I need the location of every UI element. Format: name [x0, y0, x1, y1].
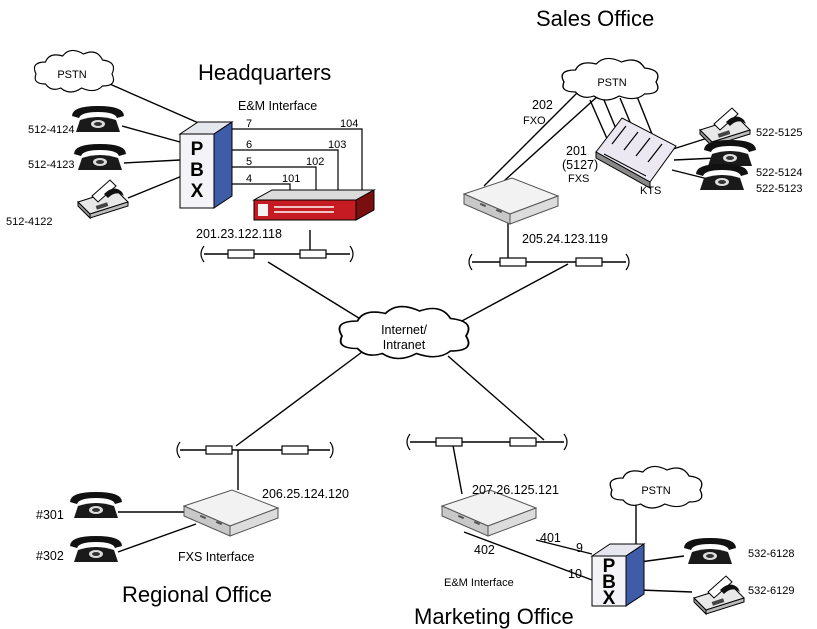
ip-hq: 201.23.122.118 — [196, 227, 282, 241]
pbx-letter-b: B — [602, 572, 616, 593]
backbone-sales — [468, 253, 630, 271]
sales-phone-1: 522-5125 — [756, 127, 803, 139]
pbx-letter-x: X — [191, 181, 204, 202]
hq-gw-port-102: 102 — [306, 156, 324, 168]
fax-icon — [693, 575, 745, 615]
gateway-sales — [463, 177, 559, 225]
fax-icon — [77, 179, 129, 219]
marketing-phone-2: 532-6129 — [748, 585, 795, 597]
gateway-hq — [252, 189, 376, 221]
pstn-label-hq: PSTN — [57, 69, 86, 81]
phone-icon — [70, 492, 122, 518]
marketing-phone-1: 532-6128 — [748, 548, 795, 560]
ip-sales: 205.24.123.119 — [522, 232, 608, 246]
marketing-gw-port-402: 402 — [474, 543, 495, 557]
backbone-marketing — [406, 433, 568, 451]
regional-fxs-interface-label: FXS Interface — [178, 550, 254, 564]
sales-port-202: 202 — [532, 98, 553, 112]
pbx-letter-x: X — [603, 588, 616, 609]
phone-icon — [70, 536, 122, 562]
marketing-em-interface-label: E&M Interface — [444, 577, 514, 589]
title-headquarters: Headquarters — [198, 60, 331, 85]
kts-label: KTS — [640, 185, 661, 197]
sales-fxs-label: FXS — [568, 173, 589, 185]
phone-icon — [684, 538, 736, 564]
ip-regional: 206.25.124.120 — [262, 487, 349, 501]
hq-phone-1: 512-4124 — [28, 124, 75, 136]
sales-fxo-label: FXO — [523, 115, 546, 127]
kts-unit — [595, 117, 677, 189]
pbx-letter-p: P — [603, 556, 616, 577]
pbx-letter-b: B — [190, 160, 204, 181]
internet-label-line2: Intranet — [383, 338, 426, 352]
pstn-label-marketing: PSTN — [641, 485, 670, 497]
hq-gw-port-104: 104 — [340, 118, 358, 130]
hq-phone-3: 512-4122 — [6, 216, 53, 228]
hq-pbx-port-4: 4 — [246, 173, 252, 185]
sales-phone-2: 522-5124 — [756, 167, 803, 179]
sales-port-201: 201 — [566, 144, 587, 158]
marketing-pbx-port-9: 9 — [576, 541, 583, 555]
hq-gw-port-101: 101 — [282, 173, 300, 185]
hq-pbx-port-6: 6 — [246, 139, 252, 151]
internet-label-line1: Internet/ — [381, 323, 427, 337]
title-regional-office: Regional Office — [122, 582, 272, 607]
regional-phone-1: #301 — [36, 508, 64, 522]
hq-gw-port-103: 103 — [328, 139, 346, 151]
title-marketing-office: Marketing Office — [414, 604, 574, 629]
pbx-marketing — [590, 543, 646, 607]
pbx-letter-p: P — [191, 139, 204, 160]
hq-pbx-port-7: 7 — [246, 118, 252, 130]
ip-marketing: 207.26.125.121 — [472, 483, 559, 497]
hq-em-interface-label: E&M Interface — [238, 99, 317, 113]
pbx-hq — [178, 121, 234, 209]
pstn-label-sales: PSTN — [597, 77, 626, 89]
phone-icon — [704, 140, 756, 166]
marketing-pbx-port-10: 10 — [568, 567, 582, 581]
hq-phone-2: 512-4123 — [28, 159, 75, 171]
phone-icon — [72, 106, 124, 132]
backbone-regional — [176, 441, 334, 459]
phone-icon — [74, 144, 126, 170]
sales-port-201-ext: (5127) — [562, 158, 598, 172]
hq-pbx-port-5: 5 — [246, 156, 252, 168]
marketing-gw-port-401: 401 — [540, 531, 561, 545]
regional-phone-2: #302 — [36, 549, 64, 563]
sales-phone-3: 522-5123 — [756, 183, 803, 195]
backbone-hq — [200, 245, 354, 263]
title-sales-office: Sales Office — [536, 6, 654, 31]
phone-icon — [696, 164, 748, 190]
